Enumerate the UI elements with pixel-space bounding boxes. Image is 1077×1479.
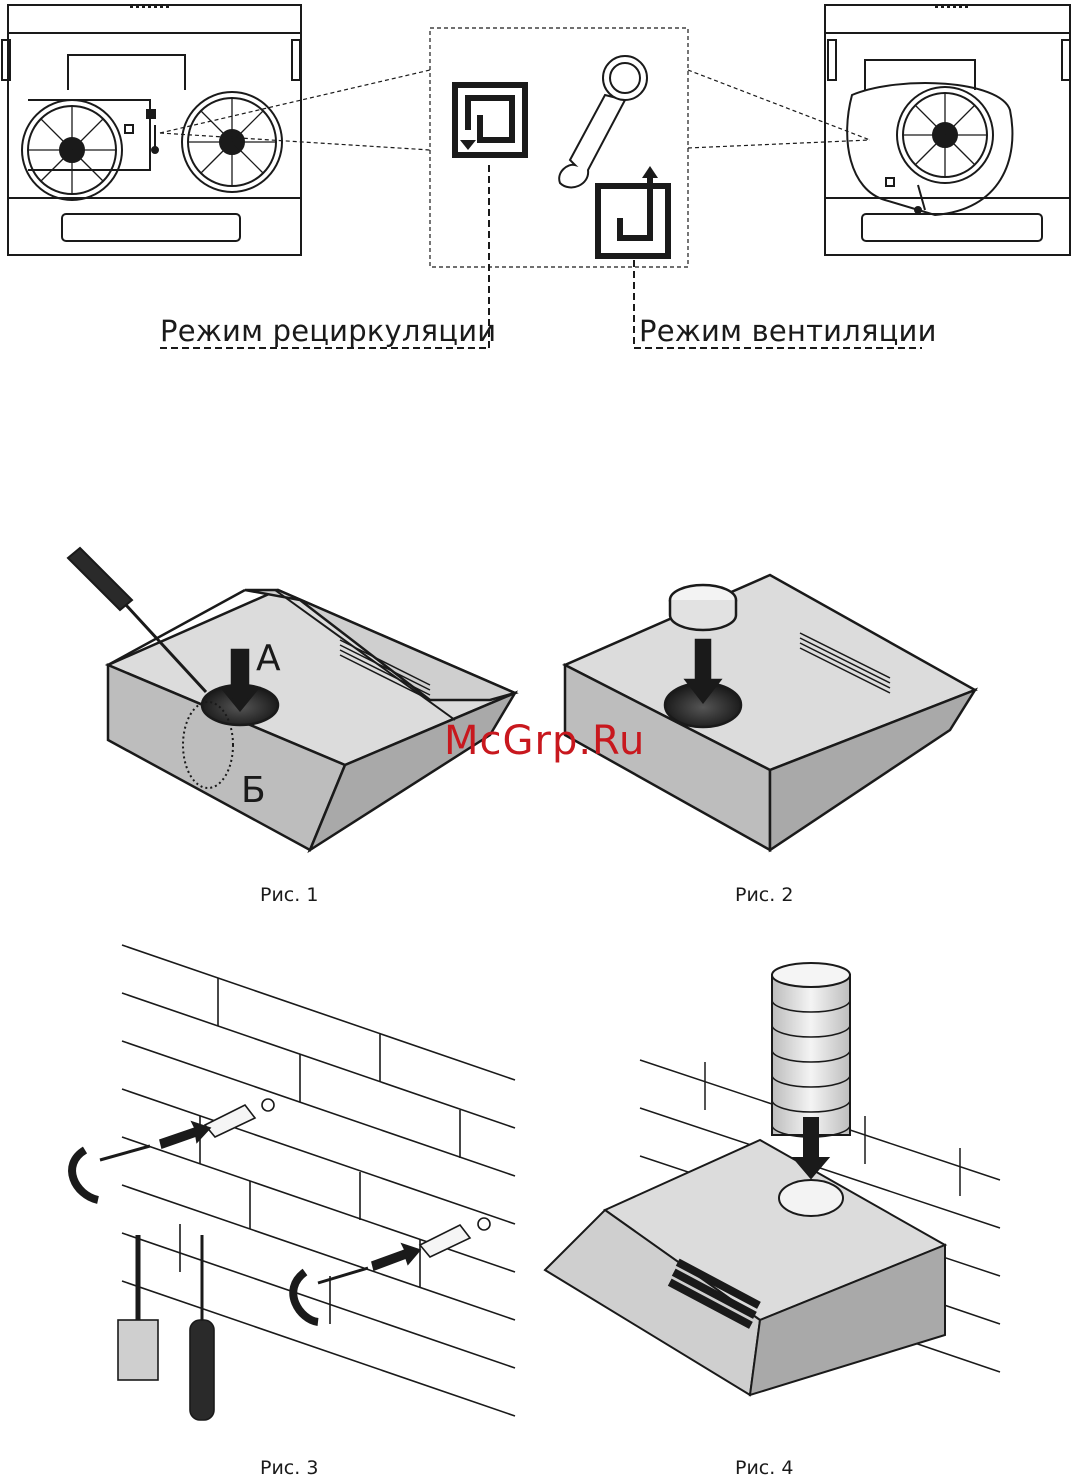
fig4-hood-duct-install — [545, 963, 1000, 1395]
fig3-caption: Рис. 3 — [260, 1457, 318, 1479]
callout-a: А — [256, 638, 281, 679]
hood-top-view-ventilation — [825, 5, 1070, 255]
hood-top-view-recirculation — [2, 5, 301, 255]
ventilation-mode-icon — [598, 166, 668, 256]
switch-lever-icon — [559, 56, 647, 187]
watermark: McGrp.Ru — [444, 718, 645, 764]
recirculation-mode-label: Режим рециркуляции — [160, 314, 496, 348]
fig2-caption: Рис. 2 — [735, 884, 793, 906]
fig1-caption: Рис. 1 — [260, 884, 318, 906]
fig2-hood-duct-ring — [565, 575, 975, 850]
mode-switch-detail — [160, 28, 870, 267]
recirculation-mode-icon — [455, 85, 525, 155]
ventilation-mode-label: Режим вентиляции — [639, 314, 937, 348]
fig3-wall-mounting — [72, 945, 515, 1420]
fig4-caption: Рис. 4 — [735, 1457, 793, 1479]
callout-b: Б — [241, 770, 266, 811]
